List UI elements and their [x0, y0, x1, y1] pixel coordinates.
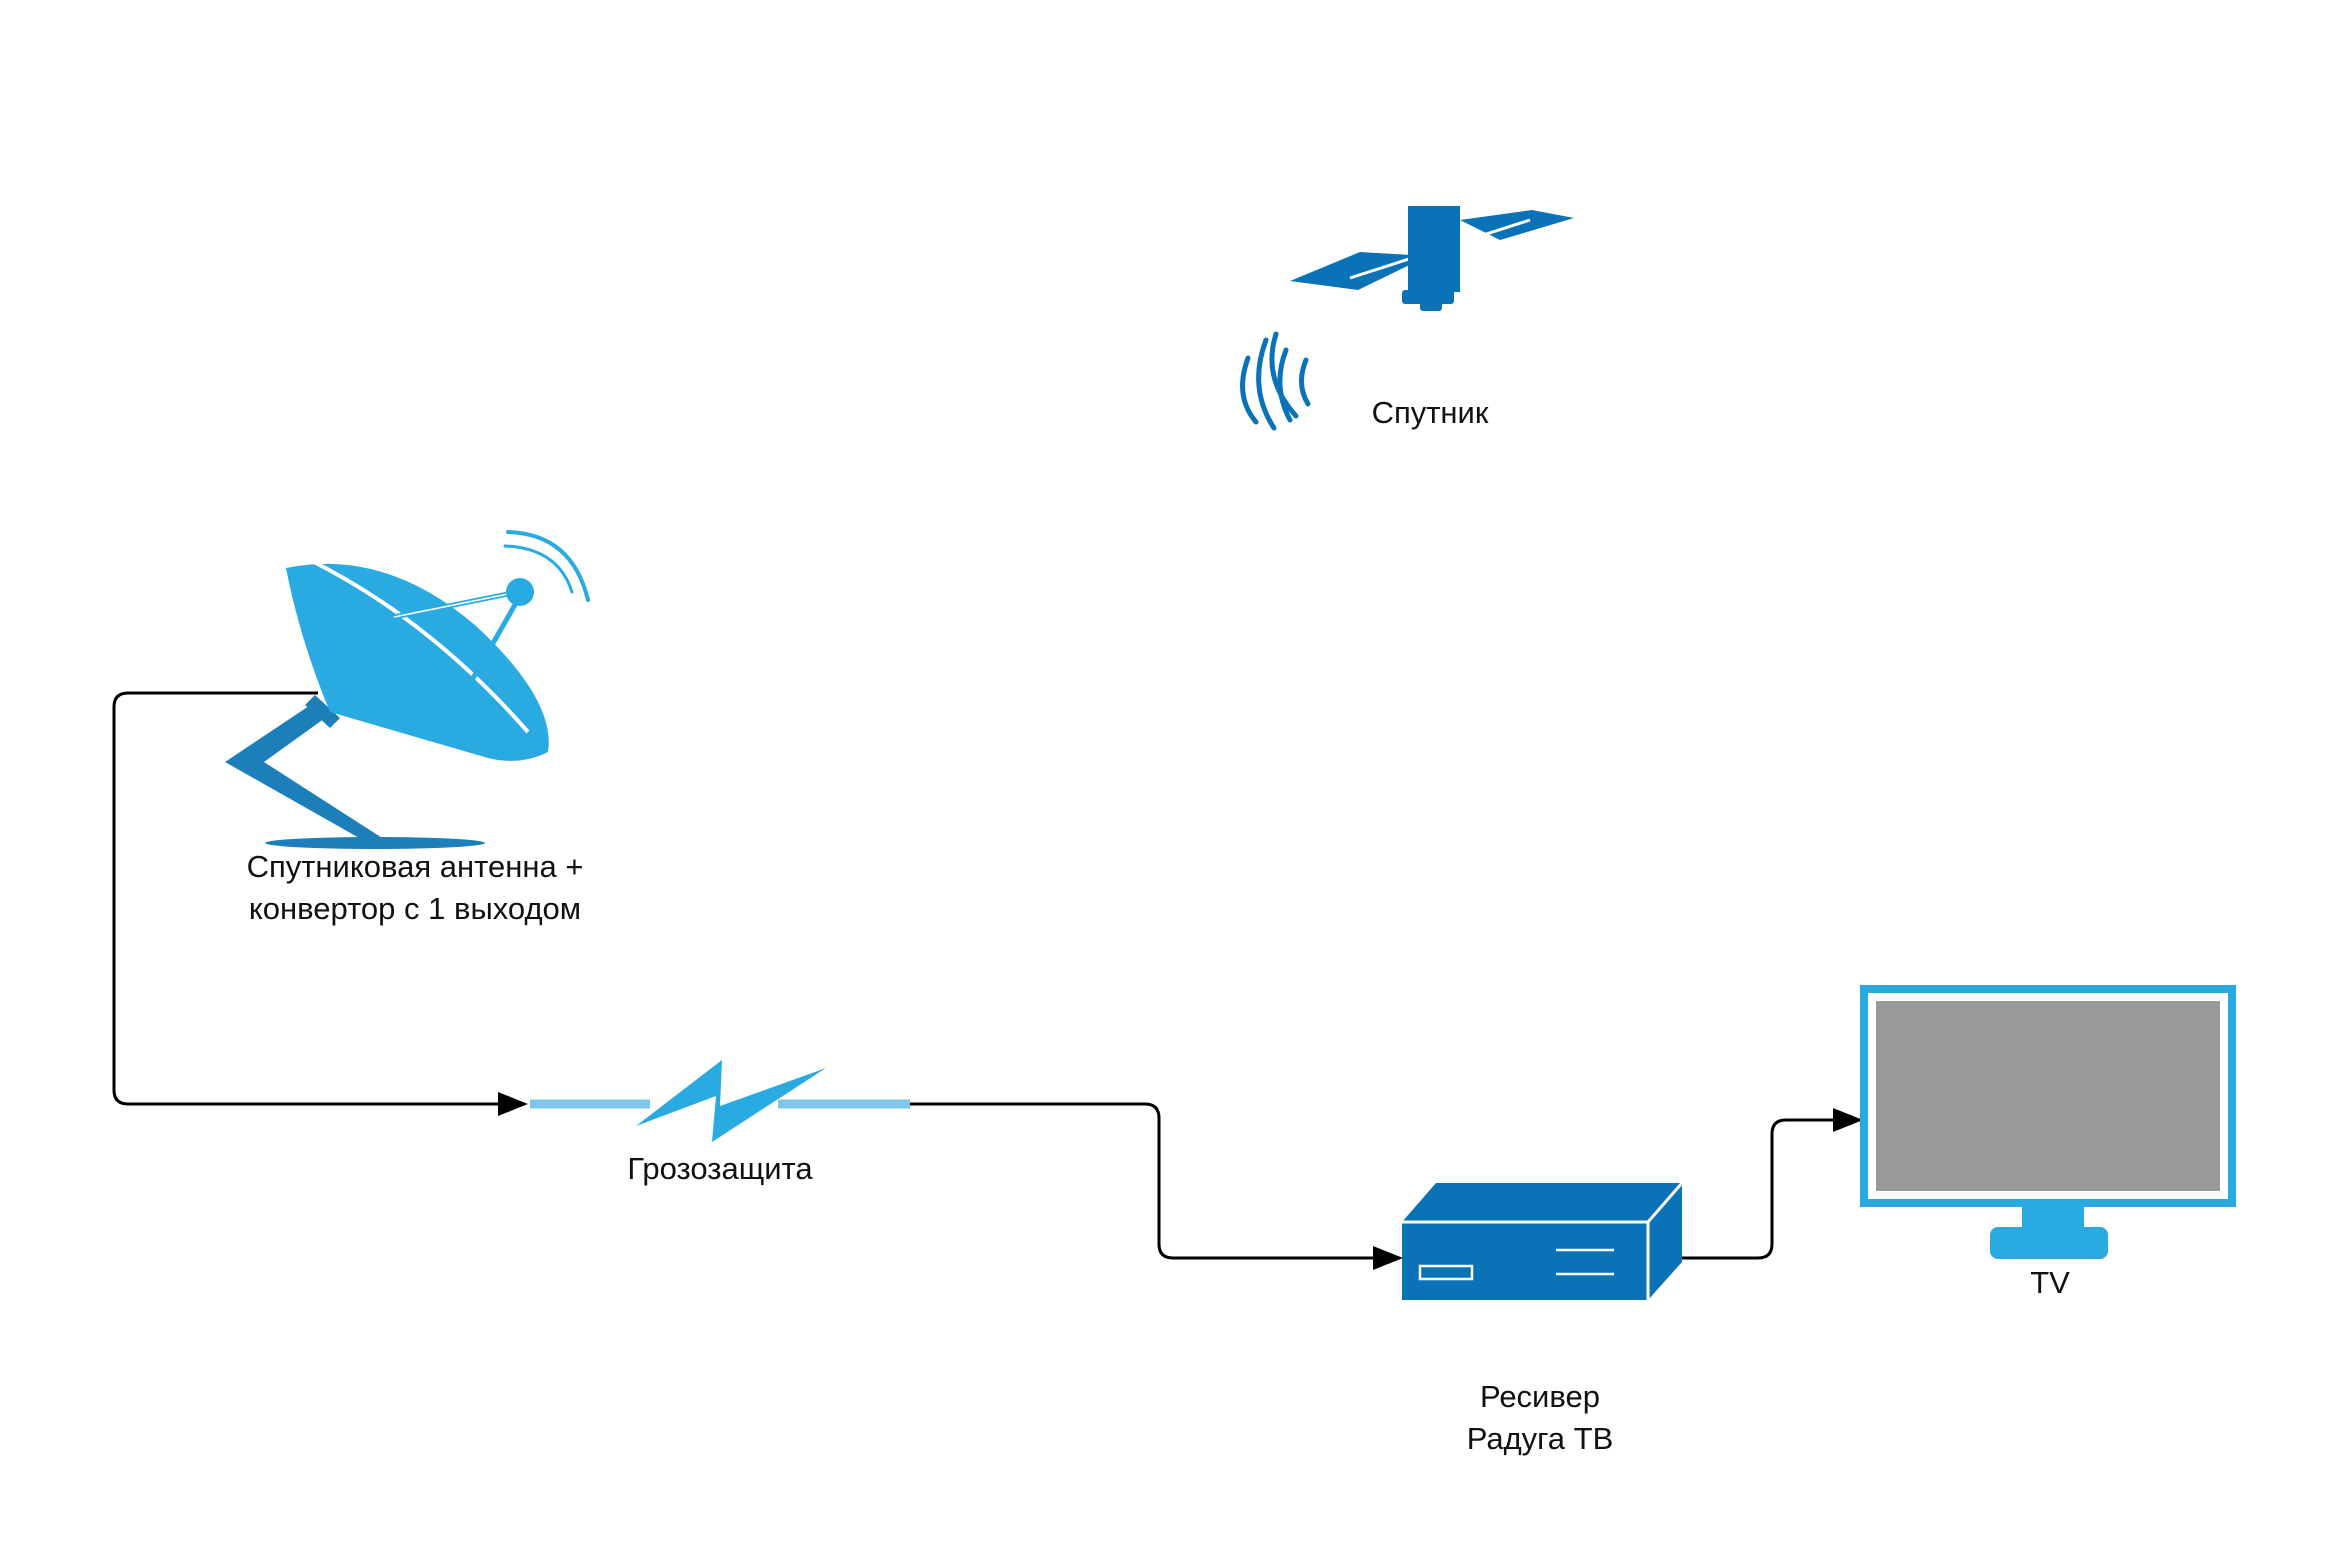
satellite-label: Спутник — [1371, 395, 1489, 430]
receiver-label-line2: Радуга ТВ — [1466, 1421, 1614, 1456]
cable-antenna-to-surge — [112, 691, 528, 1116]
cable-surge-to-receiver — [910, 1102, 1403, 1270]
antenna-label-line1: Спутниковая антенна + — [246, 849, 584, 884]
cable-receiver-to-tv — [1682, 1108, 1863, 1260]
receiver-box-icon — [1402, 1182, 1684, 1300]
signal-waves-icon — [1240, 331, 1311, 431]
satellite-icon — [1290, 206, 1574, 311]
monitor-icon — [1860, 985, 2236, 1259]
tv-label: TV — [2030, 1265, 2070, 1300]
surge-label: Грозозащита — [627, 1151, 813, 1186]
lightning-icon — [530, 1060, 910, 1142]
receiver-label: Ресивер Радуга ТВ — [1400, 1376, 1680, 1460]
satellite-dish-icon — [225, 530, 590, 849]
antenna-label: Спутниковая антенна + конвертор с 1 выхо… — [195, 846, 635, 930]
antenna-label-line2: конвертор с 1 выходом — [248, 891, 582, 926]
receiver-label-line1: Ресивер — [1480, 1379, 1600, 1414]
